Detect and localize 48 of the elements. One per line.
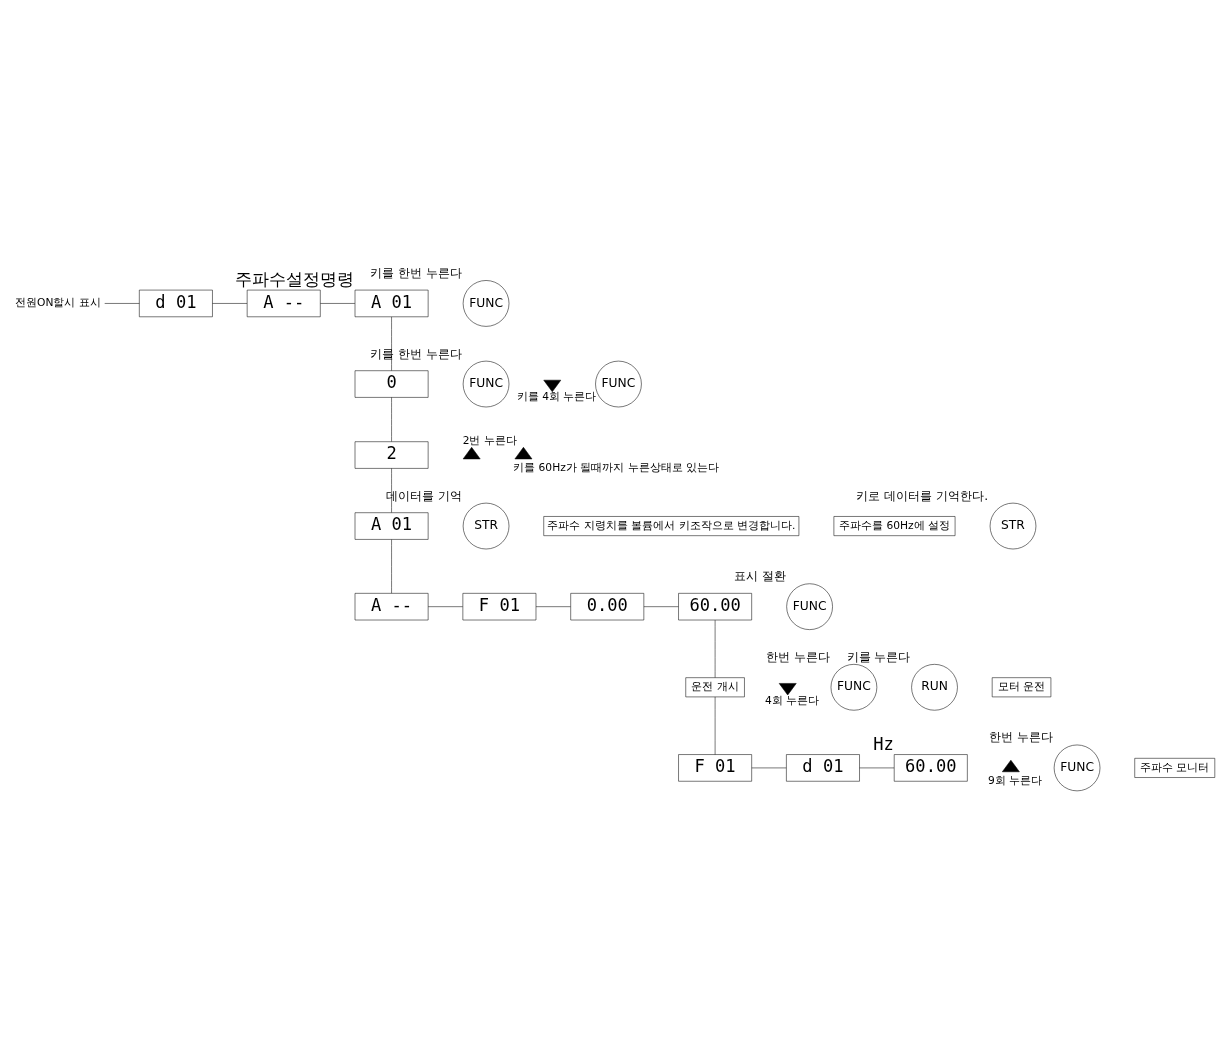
node-circle: FUNC [462,360,510,407]
node-label: Hz [873,733,894,754]
node-label: 2번 누른다 [462,433,517,447]
node-box: d 01 [139,289,213,317]
node-circle: FUNC [786,582,833,630]
node-box: 주파수 지령치를 볼륨에서 키조작으로 변경합니다. [543,515,800,536]
node-box: 0 [354,369,429,398]
node-label: 키를 한번 누른다 [369,346,462,361]
node-triangle [778,682,797,695]
node-box: 60.00 [893,753,968,781]
node-label: 키를 60Hz가 될때까지 누른상태로 있는다 [513,460,719,474]
node-box: 모터 운전 [991,676,1052,697]
node-label: 9회 누른다 [988,773,1043,787]
node-box: 주파수를 60Hz에 설정 [833,515,956,536]
node-circle: FUNC [595,360,642,407]
node-circle: STR [462,502,510,549]
node-box: A -- [246,289,321,317]
node-circle: FUNC [830,663,878,710]
node-triangle [1002,759,1020,772]
node-label: 한번 누른다 [989,729,1053,744]
node-box: d 01 [786,753,860,781]
node-text: 전원ON할시 표시 [15,295,101,309]
node-box: F 01 [462,592,537,620]
node-label: 키로 데이터를 기억한다. [856,488,989,503]
node-label: 한번 누른다 [765,649,830,664]
node-circle: FUNC [462,279,510,327]
node-label: 키를 누른다 [846,649,911,664]
node-circle: STR [989,502,1037,549]
node-box: 0.00 [570,592,645,620]
node-circle: RUN [911,663,958,710]
node-label: 데이터를 기억 [385,488,462,503]
node-label: 4회 누른다 [764,693,820,707]
node-label: 표시 절환 [734,568,786,583]
node-label: 키를 한번 누른다 [369,265,462,280]
node-circle: FUNC [1053,744,1101,791]
node-triangle [543,379,562,392]
node-label: 주파수설정명령 [235,268,355,289]
node-box: 60.00 [678,592,752,620]
node-label: 키를 4회 누른다 [516,389,597,403]
node-triangle [514,446,533,459]
node-box: 주파수 모니터 [1134,757,1216,778]
node-box: F 01 [678,753,752,781]
node-box: 2 [354,440,429,469]
node-box: A 01 [354,511,429,540]
node-box: 운전 개시 [685,676,745,697]
node-box: A 01 [354,289,429,317]
node-triangle [462,446,481,459]
node-box: A -- [354,592,429,620]
